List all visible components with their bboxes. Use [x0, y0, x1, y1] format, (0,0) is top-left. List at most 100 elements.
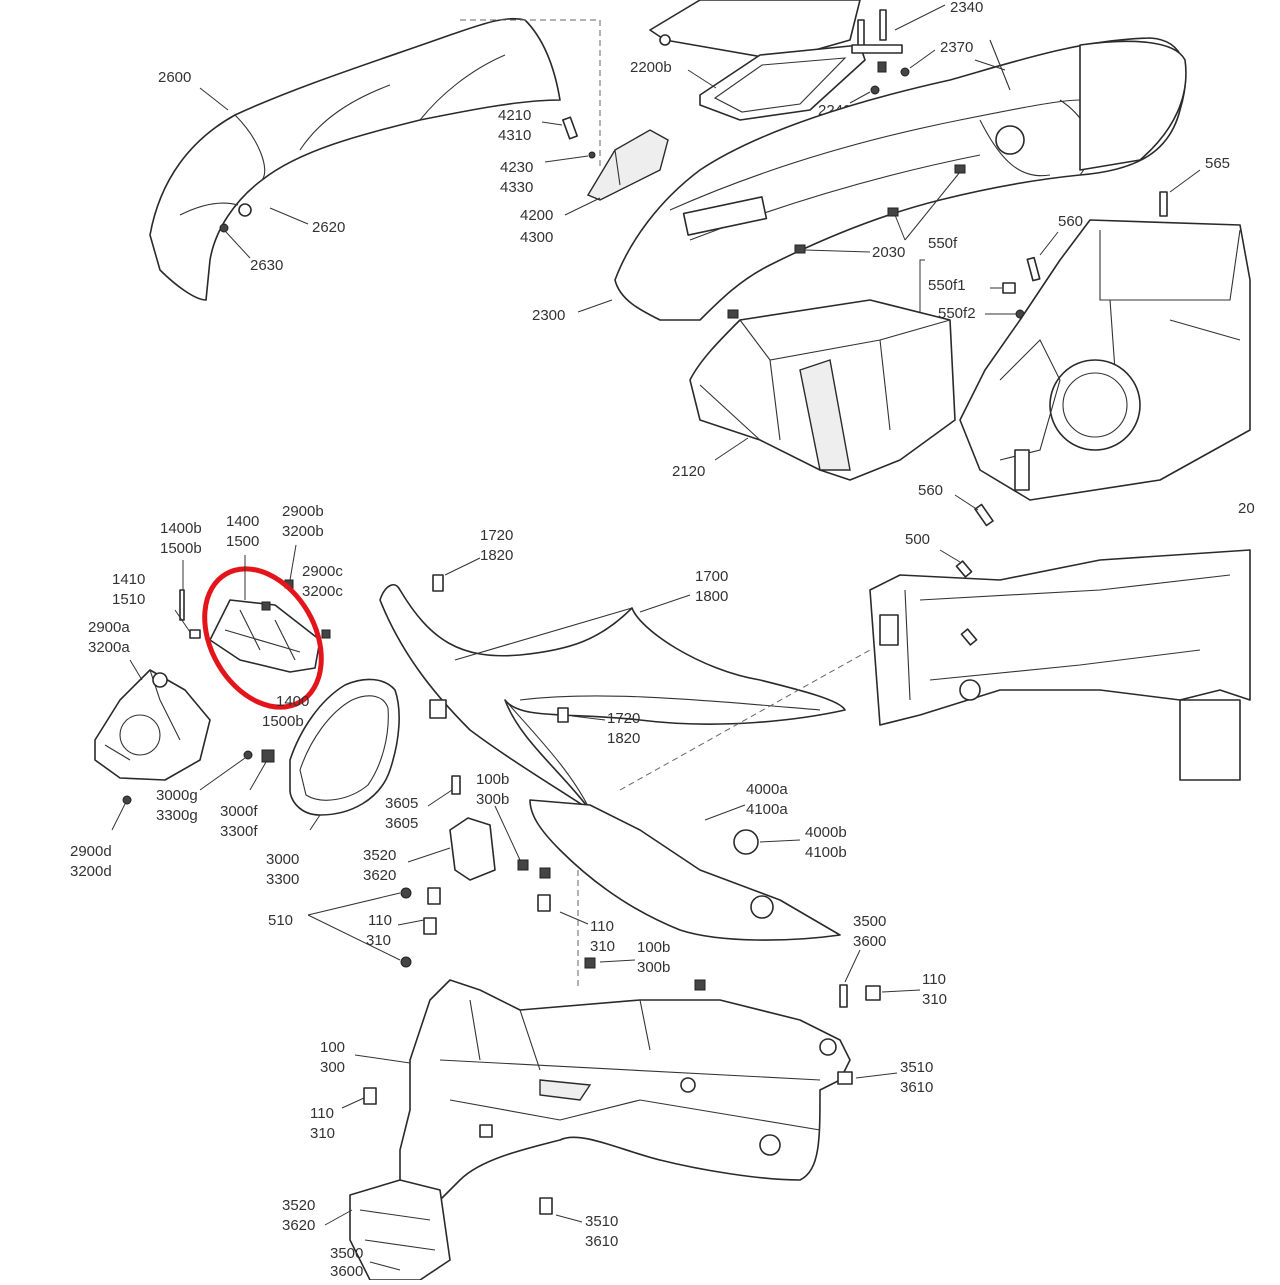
label-560-bottom: 560: [918, 482, 943, 499]
label-310-right: 310: [922, 991, 947, 1008]
label-3500-lower: 3500: [330, 1245, 363, 1262]
label-4000a: 4000a: [746, 781, 788, 798]
label-1720-top: 1720: [480, 527, 513, 544]
part-2600-side-fairing: [149, 17, 561, 301]
highlight-circle: [202, 566, 324, 710]
part-1700-side-panel: [379, 584, 846, 811]
part-2900a-housing: [94, 669, 211, 781]
label-3300g: 3300g: [156, 807, 198, 824]
label-300: 300: [320, 1059, 345, 1076]
label-4000b: 4000b: [805, 824, 847, 841]
label-3200c: 3200c: [302, 583, 343, 600]
label-3200d: 3200d: [70, 863, 112, 880]
label-3620-mid: 3620: [363, 867, 396, 884]
label-4310: 4310: [498, 127, 531, 144]
label-2630: 2630: [250, 257, 283, 274]
label-3600-right: 3600: [853, 933, 886, 950]
part-2200b-frame: [699, 44, 866, 121]
label-2900b: 2900b: [282, 503, 324, 520]
part-top-cover: [649, 0, 861, 61]
label-2200b: 2200b: [630, 59, 672, 76]
label-3300f: 3300f: [220, 823, 258, 840]
label-560-top: 560: [1058, 213, 1083, 230]
part-2120-storage-bin: [689, 299, 956, 481]
part-2300-upper-body: [614, 37, 1187, 321]
label-1500b: 1500b: [160, 540, 202, 557]
label-2030: 2030: [872, 244, 905, 261]
label-2900d: 2900d: [70, 843, 112, 860]
part-3000-mirror: [289, 678, 400, 816]
label-550f1: 550f1: [928, 277, 966, 294]
label-550f: 550f: [928, 235, 958, 252]
label-3200a: 3200a: [88, 639, 130, 656]
label-1820-top: 1820: [480, 547, 513, 564]
label-3600-lower: 3600: [330, 1263, 363, 1280]
label-565: 565: [1205, 155, 1230, 172]
label-2300: 2300: [532, 307, 565, 324]
label-1500: 1500: [226, 533, 259, 550]
label-1720-mid: 1720: [607, 710, 640, 727]
label-cutoff-right: 20: [1238, 500, 1255, 517]
label-4100a: 4100a: [746, 801, 788, 818]
part-3520-lower-bracket: [349, 1179, 451, 1281]
label-100: 100: [320, 1039, 345, 1056]
label-3000g: 3000g: [156, 787, 198, 804]
label-3610-right: 3610: [900, 1079, 933, 1096]
label-3500-right: 3500: [853, 913, 886, 930]
label-2370: 2370: [940, 39, 973, 56]
label-2900c: 2900c: [302, 563, 343, 580]
part-1400-bracket: [209, 579, 331, 673]
label-1510: 1510: [112, 591, 145, 608]
label-3520-mid: 3520: [363, 847, 396, 864]
label-2340: 2340: [950, 0, 983, 16]
label-3510-right: 3510: [900, 1059, 933, 1076]
label-1800: 1800: [695, 588, 728, 605]
label-3620-lower: 3620: [282, 1217, 315, 1234]
label-3610-lower: 3610: [585, 1233, 618, 1250]
part-front-frame-right: [869, 549, 1251, 781]
label-550f2: 550f2: [938, 305, 976, 322]
label-3605: 3605: [385, 795, 418, 812]
label-4210: 4210: [498, 107, 531, 124]
label-1700: 1700: [695, 568, 728, 585]
label-3300: 3300: [266, 871, 299, 888]
label-110-right: 110: [922, 971, 946, 988]
label-2620: 2620: [312, 219, 345, 236]
label-310-center: 310: [590, 938, 615, 955]
label-1820-mid: 1820: [607, 730, 640, 747]
label-2900a: 2900a: [88, 619, 130, 636]
label-3000: 3000: [266, 851, 299, 868]
part-intake-housing: [959, 219, 1251, 501]
label-510: 510: [268, 912, 293, 929]
label-3510-lower: 3510: [585, 1213, 618, 1230]
part-3520-bracket: [449, 775, 496, 881]
label-110-lower: 110: [310, 1105, 334, 1122]
label-310-left: 310: [366, 932, 391, 949]
label-300b-right: 300b: [637, 959, 670, 976]
label-110-center: 110: [590, 918, 614, 935]
label-4300: 4300: [520, 229, 553, 246]
screw-4210: [562, 116, 578, 140]
label-100b-right: 100b: [637, 939, 670, 956]
label-1400-under: 1400: [276, 693, 309, 710]
label-4330: 4330: [500, 179, 533, 196]
label-500: 500: [905, 531, 930, 548]
label-1410: 1410: [112, 571, 145, 588]
part-100-lower-body: [399, 979, 851, 1231]
label-310-lower: 310: [310, 1125, 335, 1142]
label-2600: 2600: [158, 69, 191, 86]
fasteners-2340: [851, 9, 910, 95]
label-100b-top: 100b: [476, 771, 509, 788]
label-300b-top: 300b: [476, 791, 509, 808]
part-4200-bracket: [586, 129, 669, 201]
label-2120: 2120: [672, 463, 705, 480]
label-3000f: 3000f: [220, 803, 258, 820]
label-3605b: 3605: [385, 815, 418, 832]
label-3200b: 3200b: [282, 523, 324, 540]
label-1400: 1400: [226, 513, 259, 530]
part-4000a-panel: [529, 799, 841, 941]
label-1400b: 1400b: [160, 520, 202, 537]
label-1500b-under: 1500b: [262, 713, 304, 730]
